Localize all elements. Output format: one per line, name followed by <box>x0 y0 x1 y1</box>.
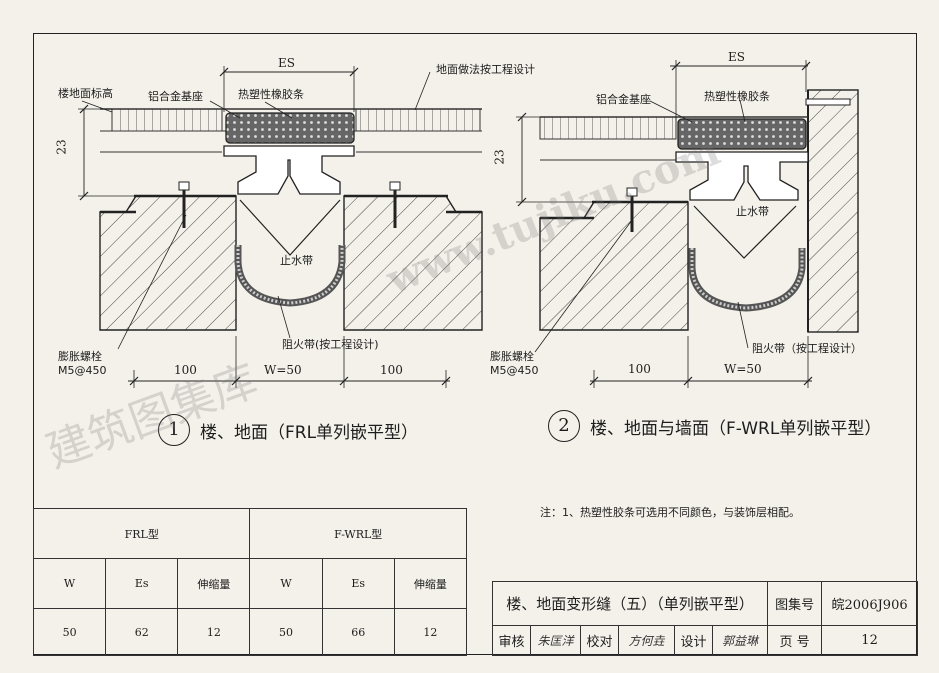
label-floor-level: 楼地面标高 <box>58 87 113 100</box>
label-fire-stop-1: 阻火带(按工程设计) <box>282 338 379 351</box>
group-fwrl: F-WRL型 <box>249 508 467 559</box>
label-fire-stop-2: 阻火带（按工程设计） <box>752 342 862 355</box>
water-stop-band <box>239 199 341 256</box>
detail-number-2: 2 <box>548 410 580 442</box>
header-w-fwrl: W <box>249 558 323 609</box>
dim-gap-1: W=50 <box>264 363 302 377</box>
review-label: 审核 <box>492 625 531 656</box>
check-signature: 方何垚 <box>618 625 675 656</box>
caption-1: 楼、地面（FRL单列嵌平型） <box>200 423 419 443</box>
slab-right <box>343 195 483 331</box>
header-es-frl: Es <box>105 558 179 609</box>
alu-base <box>223 145 355 195</box>
design-signature: 郭益琳 <box>711 625 769 656</box>
dim-es-1: ES <box>278 56 295 70</box>
header-movement-frl: 伸缩量 <box>177 558 251 609</box>
header-w-frl: W <box>32 558 107 609</box>
label-alu-base-1: 铝合金基座 <box>148 90 203 103</box>
check-label: 校对 <box>580 625 619 656</box>
header-es-fwrl: Es <box>321 558 395 609</box>
label-rubber-strip-2: 热塑性橡胶条 <box>704 90 770 103</box>
dim-height-2: 23 <box>492 149 507 165</box>
review-signature: 朱匡洋 <box>530 625 581 656</box>
label-bolt-2: 膨胀螺栓 <box>490 350 534 363</box>
label-floor-finish: 地面做法按工程设计 <box>436 63 535 76</box>
note-text: 注：1、热塑性胶条可选用不同颜色，与装饰层相配。 <box>540 506 800 519</box>
floor-finish-right <box>355 108 481 132</box>
floor-finish-left <box>111 108 223 132</box>
caption-2: 楼、地面与墙面（F-WRL单列嵌平型） <box>590 419 882 439</box>
water-stop-band <box>693 205 797 259</box>
wall-bolt <box>805 98 851 106</box>
drawing-title: 楼、地面变形缝（五）（单列嵌平型） <box>491 581 769 626</box>
cell-w-fwrl: 50 <box>249 608 323 656</box>
slab <box>539 201 689 331</box>
atlas-number: 皖2006J906 <box>821 581 919 626</box>
anchor-bolt-right <box>389 181 401 228</box>
diagram-1-section <box>78 66 483 388</box>
cell-movement-frl: 12 <box>177 608 251 656</box>
title-block: 楼、地面变形缝（五）（单列嵌平型） 图集号 皖2006J906 审核 朱匡洋 校… <box>491 581 919 656</box>
cell-es-frl: 62 <box>105 608 179 656</box>
anchor-bolt-left <box>178 181 190 228</box>
page-number: 12 <box>821 625 919 656</box>
rubber-strip <box>225 112 355 144</box>
rubber-strip <box>677 118 807 150</box>
dim-es-2: ES <box>728 50 745 64</box>
dim-gap-2: W=50 <box>724 362 762 376</box>
slab-left <box>99 195 237 331</box>
alu-base <box>675 151 809 201</box>
page-label: 页 号 <box>767 625 823 656</box>
dim-left-width-2: 100 <box>628 362 651 376</box>
design-label: 设计 <box>674 625 713 656</box>
diagram-2-section <box>516 60 859 388</box>
dim-height-1: 23 <box>54 139 69 155</box>
dim-left-width-1: 100 <box>174 363 197 377</box>
label-water-stop-2: 止水带 <box>736 205 769 218</box>
floor-finish <box>539 116 677 140</box>
dim-right-width-1: 100 <box>380 363 403 377</box>
label-bolt-1: 膨胀螺栓 <box>58 350 102 363</box>
header-movement-fwrl: 伸缩量 <box>393 558 468 609</box>
wall <box>807 89 859 333</box>
fire-stop-band <box>688 248 806 312</box>
label-bolt-spec-1: M5@450 <box>58 364 107 377</box>
cell-w-frl: 50 <box>32 608 107 656</box>
cell-es-fwrl: 66 <box>321 608 395 656</box>
cell-movement-fwrl: 12 <box>393 608 468 656</box>
drawing-frame <box>33 33 917 655</box>
label-rubber-strip-1: 热塑性橡胶条 <box>238 88 304 101</box>
label-bolt-spec-2: M5@450 <box>490 364 539 377</box>
group-frl: FRL型 <box>32 508 251 559</box>
anchor-bolt <box>626 187 638 232</box>
label-alu-base-2: 铝合金基座 <box>596 93 651 106</box>
label-water-stop-1: 止水带 <box>280 254 313 267</box>
spec-table: FRL型 F-WRL型 W Es 伸缩量 W Es 伸缩量 50 62 12 5… <box>32 508 468 656</box>
atlas-label: 图集号 <box>767 581 823 626</box>
detail-number-1: 1 <box>158 414 190 446</box>
